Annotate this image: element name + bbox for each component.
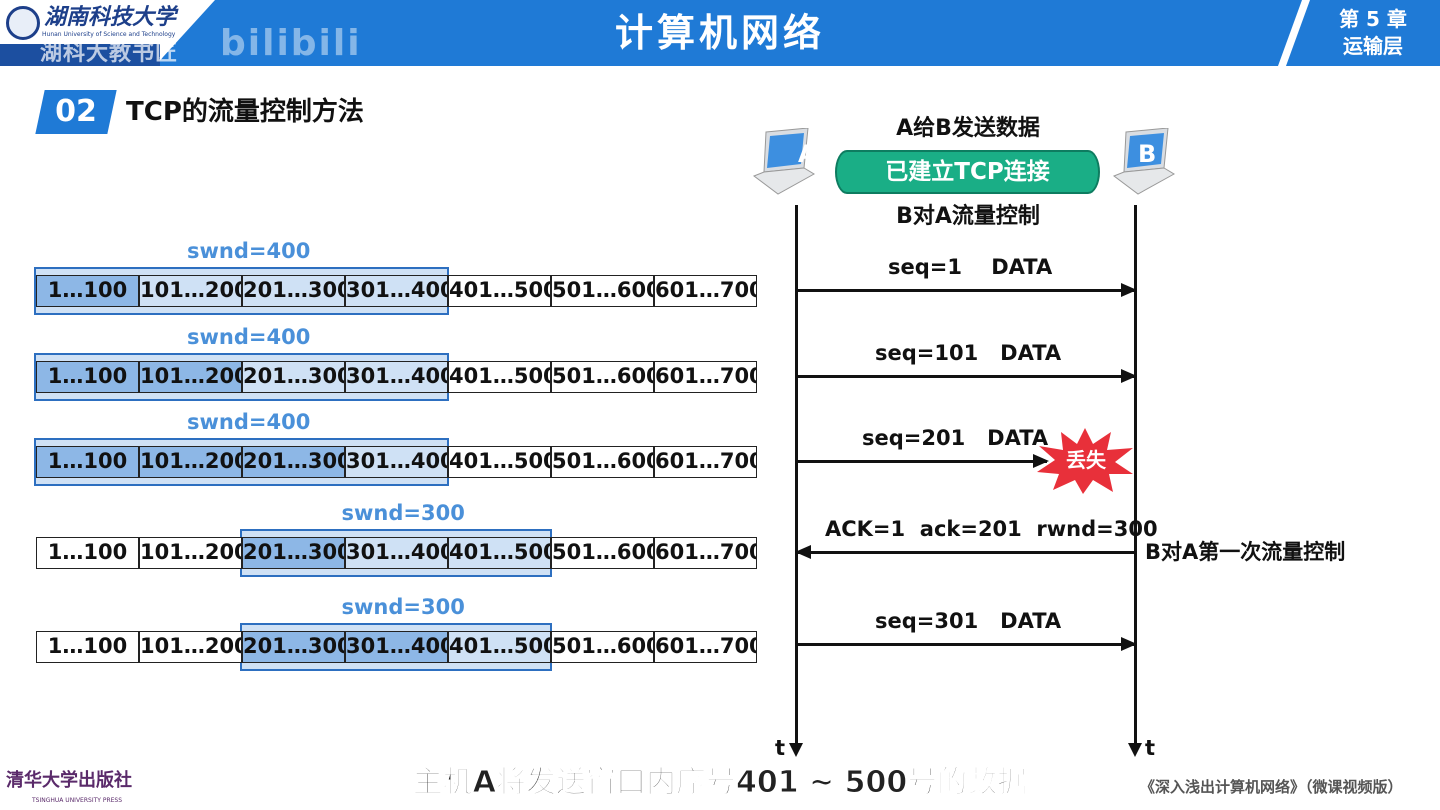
header-bar: [0, 0, 1440, 66]
byte-range-cell: 401…500: [448, 275, 551, 307]
byte-range-cell: 601…700: [654, 537, 757, 569]
chapter-name: 运输层: [1343, 34, 1403, 58]
first-flow-control-note: B对A第一次流量控制: [1145, 540, 1346, 564]
byte-range-cell: 501…600: [551, 361, 654, 393]
section-number: 02: [55, 94, 97, 129]
byte-range-cell: 601…700: [654, 631, 757, 663]
host-b-label: B: [1138, 140, 1157, 168]
host-a-label: A: [798, 140, 817, 168]
message-arrow: [797, 369, 1137, 383]
time-label-b: t: [1145, 736, 1156, 760]
byte-range-cell: 1…100: [36, 446, 139, 478]
byte-range-cell: 301…400: [345, 361, 448, 393]
university-name-en: Hunan University of Science and Technolo…: [42, 31, 176, 38]
byte-range-cell: 401…500: [448, 631, 551, 663]
byte-range-cell: 601…700: [654, 361, 757, 393]
byte-range-cell: 301…400: [345, 275, 448, 307]
byte-range-cell: 101…200: [139, 446, 242, 478]
laptop-b-icon: [1112, 128, 1175, 195]
swnd-label: swnd=300: [341, 501, 465, 525]
message-label: seq=201 DATA: [862, 426, 1049, 450]
university-name: 湖南科技大学: [44, 4, 177, 30]
book-title: 《深入浅出计算机网络》（微课视频版）: [1140, 778, 1403, 796]
laptop-a-icon: [752, 128, 815, 195]
byte-range-cell: 201…300: [242, 361, 345, 393]
byte-range-cell: 101…200: [139, 631, 242, 663]
byte-range-cell: 501…600: [551, 275, 654, 307]
message-label: seq=1 DATA: [888, 255, 1053, 279]
byte-range-cell: 301…400: [345, 537, 448, 569]
chapter-label: 第 5 章运输层: [1318, 6, 1428, 60]
watermark: 湖科大教书匠: [40, 41, 179, 66]
section-title: TCP的流量控制方法: [126, 97, 364, 127]
swnd-label: swnd=400: [187, 239, 311, 263]
message-label: seq=101 DATA: [875, 341, 1062, 365]
swnd-label: swnd=300: [341, 595, 465, 619]
byte-range-cell: 201…300: [242, 446, 345, 478]
byte-range-cell: 201…300: [242, 275, 345, 307]
logo-strip: [0, 44, 160, 66]
message-label: ACK=1 ack=201 rwnd=300: [825, 517, 1158, 541]
swnd-label: swnd=400: [187, 410, 311, 434]
byte-range-cell: 1…100: [36, 631, 139, 663]
message-arrow: [797, 283, 1137, 297]
byte-range-cell: 101…200: [139, 537, 242, 569]
tcp-connection-pipe: [835, 150, 1100, 194]
time-label-a: t: [775, 736, 786, 760]
byte-range-cell: 401…500: [448, 446, 551, 478]
send-data-label: A给B发送数据: [896, 116, 1040, 141]
byte-range-cell: 101…200: [139, 361, 242, 393]
flow-control-label: B对A流量控制: [896, 204, 1040, 229]
byte-range-cell: 501…600: [551, 537, 654, 569]
byte-range-cell: 201…300: [242, 631, 345, 663]
tcp-connection-label: 已建立TCP连接: [885, 159, 1050, 185]
byte-range-cell: 601…700: [654, 446, 757, 478]
course-title: 计算机网络: [614, 11, 825, 55]
publisher-name-en: TSINGHUA UNIVERSITY PRESS: [32, 797, 123, 804]
video-subtitle: 主机A将发送窗口内序号401 ~ 500号的数据: [412, 765, 1028, 801]
message-arrow: [797, 637, 1137, 651]
byte-range-cell: 401…500: [448, 361, 551, 393]
byte-range-cell: 401…500: [448, 537, 551, 569]
message-arrow: [797, 454, 1049, 468]
byte-range-cell: 1…100: [36, 275, 139, 307]
swnd-label: swnd=400: [187, 325, 311, 349]
lost-label: 丢失: [1066, 448, 1106, 472]
byte-range-cell: 501…600: [551, 446, 654, 478]
university-emblem-icon: [6, 6, 40, 40]
lost-burst-icon: [1037, 428, 1133, 494]
message-label: seq=301 DATA: [875, 609, 1062, 633]
byte-range-cell: 1…100: [36, 361, 139, 393]
message-arrow: [795, 545, 1135, 559]
timeline-b: [1128, 205, 1142, 757]
bilibili-watermark: bilibili: [220, 23, 362, 64]
byte-range-cell: 201…300: [242, 537, 345, 569]
byte-range-cell: 601…700: [654, 275, 757, 307]
byte-range-cell: 301…400: [345, 446, 448, 478]
publisher-logo: 清华大学出版社: [6, 770, 132, 791]
chapter-number: 第 5 章: [1339, 7, 1407, 31]
byte-range-cell: 501…600: [551, 631, 654, 663]
timeline-a: [789, 205, 803, 757]
byte-range-cell: 101…200: [139, 275, 242, 307]
byte-range-cell: 301…400: [345, 631, 448, 663]
byte-range-cell: 1…100: [36, 537, 139, 569]
